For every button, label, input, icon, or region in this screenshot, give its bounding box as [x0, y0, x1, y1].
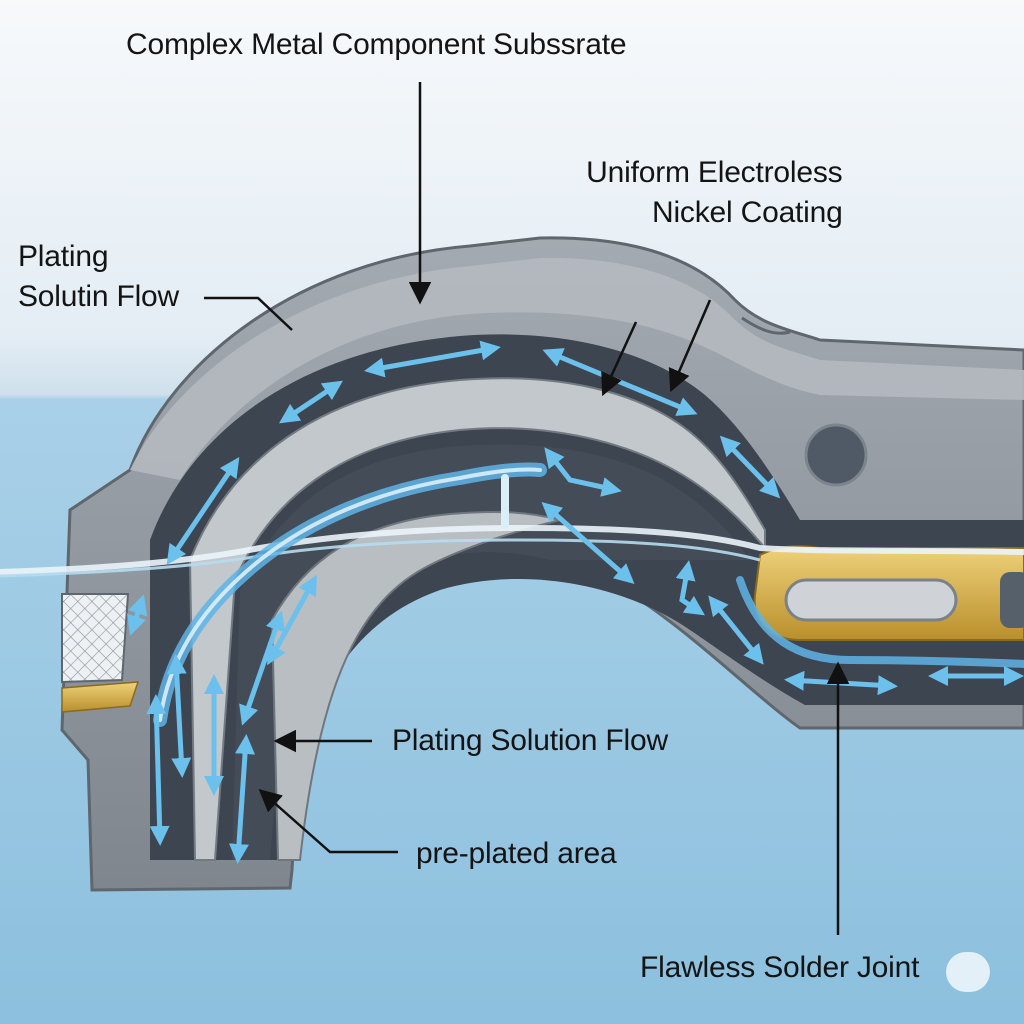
label-coating-line2: Nickel Coating: [652, 196, 843, 229]
label-substrate: Complex Metal Component Subssrate: [126, 28, 627, 61]
label-coating: Uniform Electroless Nickel Coating: [586, 153, 843, 233]
mounting-hole: [804, 423, 868, 487]
solder-pin: [784, 578, 958, 622]
label-flow-left-line1: Plating: [18, 240, 109, 273]
leader-flow-left: [204, 296, 293, 331]
leader-coating-b: [668, 299, 712, 393]
label-flow-left-line2: Solutin Flow: [18, 280, 180, 313]
leader-coating-a: [601, 321, 638, 397]
flow-arrows: [126, 340, 1024, 864]
mesh-cross-section: [61, 593, 130, 684]
label-coating-line1: Uniform Electroless: [586, 156, 843, 189]
leader-preplated: [258, 789, 398, 854]
leader-lines: [204, 82, 850, 935]
gold-layer-left: [61, 681, 140, 713]
label-solder-joint: Flawless Solder Joint: [640, 951, 920, 984]
metal-top-face: [130, 257, 1024, 480]
solution-ribbons: [153, 462, 1024, 727]
corner-badge: [946, 952, 990, 992]
label-preplated-area: pre-plated area: [416, 837, 617, 870]
label-plating-flow-left: Plating Solutin Flow: [18, 237, 179, 317]
label-plating-flow-mid: Plating Solution Flow: [392, 724, 668, 757]
